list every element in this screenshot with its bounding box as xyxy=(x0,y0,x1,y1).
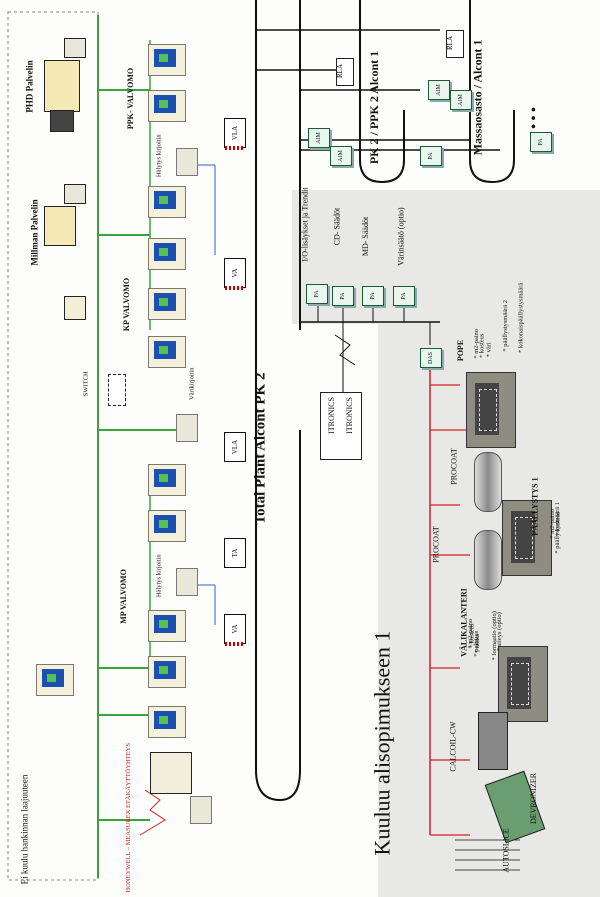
pa-function-3: MD- Säädöt xyxy=(361,216,371,257)
procoat-roll-2 xyxy=(474,530,502,590)
main-bus-label: Total Plant Alcont PK 2 xyxy=(252,372,269,525)
va-mp-port xyxy=(225,642,243,646)
pc-icon-top xyxy=(64,38,86,58)
vla-box-mid: VLA xyxy=(224,432,246,462)
pa-function-2: CD- Säädöt xyxy=(332,207,342,246)
itronics-box: ITRONICS ITRONICS xyxy=(320,392,362,460)
pope-machine xyxy=(466,372,516,448)
vla-box-top: VLA xyxy=(224,118,246,148)
workstation-mp-4 xyxy=(148,656,186,688)
aim-box-1: AIM xyxy=(308,128,330,148)
workstation-kp-4 xyxy=(148,336,186,368)
va-box-kp: VA xyxy=(224,258,246,288)
workstation-kp-3 xyxy=(148,288,186,320)
workstation-mp-2 xyxy=(148,510,186,542)
color-printer-label: Värikirjoitin xyxy=(188,367,196,401)
devronizer-label: DEVRONIZER xyxy=(529,772,539,825)
calcoil-device xyxy=(478,712,508,770)
va-box-mp: VA xyxy=(224,614,246,644)
pope-item-4: * päällystysmäärä 2 xyxy=(502,299,510,352)
aim-box-2: AIM xyxy=(330,146,352,166)
ta-box: TA xyxy=(224,538,246,568)
coat1-title: PÄÄLLYSTYS 1 xyxy=(530,477,540,536)
procoat-label-2: PROCOAT xyxy=(431,526,441,563)
calender-machine xyxy=(498,646,548,722)
rla-box-1: RLA xyxy=(336,58,354,86)
pa-box-4: PA xyxy=(393,286,415,306)
workstation-kp-1 xyxy=(148,186,186,218)
workstation-mp-5 xyxy=(148,706,186,738)
pope-item-3: * väri xyxy=(485,342,493,358)
phd-server-label: PHD Palvelin xyxy=(24,60,35,113)
mp-room-label: MP VALVOMO xyxy=(118,569,128,624)
procoat-roll-1 xyxy=(474,452,502,512)
millman-server-label: Millman Palvelin xyxy=(29,199,40,266)
workstation-mp-1 xyxy=(148,464,186,496)
honeywell-label: HONEYWELL – MEASUREX ETÄKÄYTTÖYHTEYS xyxy=(124,743,132,893)
scope-boundary xyxy=(7,11,99,881)
pa-box-3: PA xyxy=(362,286,384,306)
pa-function-1: I/O-lisäykset ja Trendit xyxy=(300,187,310,262)
alarm-printer-label-mp: Hälytys kirjoitin xyxy=(155,554,163,598)
pope-item-5: * kokonaispäällystysmäärä xyxy=(517,282,525,353)
alarm-printer-label-kp: Hälytys kirjoitin xyxy=(155,134,163,178)
pa-box-2: PA xyxy=(332,286,354,306)
workstation-ppk-1 xyxy=(148,44,186,76)
autoslice-label: AUTOSLICE xyxy=(501,828,511,873)
workstation-kp-2 xyxy=(148,238,186,270)
modem-icon xyxy=(190,796,212,824)
pa-box-loop1: PA xyxy=(420,146,442,166)
ppk-room-label: PPK- VALVOMO xyxy=(126,67,136,130)
terminal-icon xyxy=(64,296,86,320)
pa-box-1: PA xyxy=(306,284,328,304)
switch-label: SWITCH xyxy=(82,371,90,397)
calender-item-4: * tuhka xyxy=(473,634,481,654)
kp-room-label: KP VALVOMO xyxy=(122,277,132,332)
vla-top-port xyxy=(225,146,243,150)
rla-box-2: RLA xyxy=(446,30,464,58)
pope-title: POPE xyxy=(456,339,466,362)
subcontract-label: Kuuluu alisopimukseen 1 xyxy=(369,630,395,856)
pa-function-4: Värinsäätö (optio) xyxy=(396,207,406,266)
aim-box-3: AIM xyxy=(428,80,450,100)
procoat-label-1: PROCOAT xyxy=(449,448,459,485)
coat1-item-3: * päällystysmäärä 1 xyxy=(554,501,562,554)
workstation-remote xyxy=(36,664,74,696)
phd-server-icon xyxy=(44,60,80,112)
workstation-mp-3 xyxy=(148,610,186,642)
not-in-scope-label: Ei kuulu hankinnan laajuuteen xyxy=(19,774,30,885)
calender-item-6: * sileys (optio) xyxy=(495,612,503,652)
pk-loop-label: PK 2 / PPK 2 Alcont 1 xyxy=(367,50,382,165)
das-box: DAS xyxy=(420,348,442,368)
alarm-printer-icon-mp xyxy=(176,568,198,596)
switch-box xyxy=(108,374,126,406)
millman-server-icon xyxy=(44,206,76,246)
mass-loop-label: Massaosasto / Alcont 1 xyxy=(470,39,485,156)
alarm-printer-icon-kp xyxy=(176,148,198,176)
pa-box-loop2: PA xyxy=(530,132,552,152)
color-printer-icon xyxy=(176,414,198,442)
coating1-machine xyxy=(502,500,552,576)
aim-box-4: AIM xyxy=(450,90,472,110)
ellipsis: • • • xyxy=(526,107,542,129)
control-panel-icon xyxy=(150,752,192,794)
calcoil-label: CALCOIL-CW xyxy=(448,721,458,772)
tape-drive-icon xyxy=(50,110,74,132)
va-kp-port xyxy=(225,286,243,290)
pc-icon-mid xyxy=(64,184,86,204)
workstation-ppk-2 xyxy=(148,90,186,122)
